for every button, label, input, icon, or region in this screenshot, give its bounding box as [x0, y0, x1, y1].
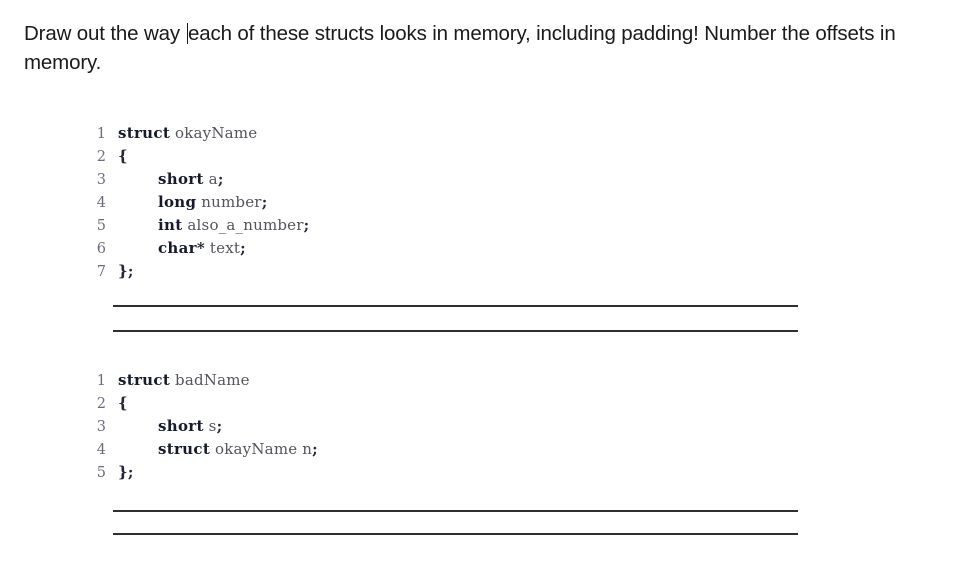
code-token-punct: ; [312, 440, 318, 458]
prompt-text-after-caret: each of these structs looks in memory, i… [24, 22, 902, 74]
code-token-kw: short [158, 417, 204, 435]
code-token-punct: ; [303, 216, 310, 234]
code-token-punct: { [118, 147, 128, 165]
answer-rule-3 [113, 510, 798, 512]
code-line-number: 4 [96, 442, 106, 458]
code-line-text: }; [106, 463, 134, 481]
code-line-text: { [106, 147, 128, 165]
code-line-text: struct badName [106, 371, 250, 389]
code-line-text: }; [106, 262, 134, 280]
code-token-id: s [208, 417, 217, 435]
code-token-id: text [209, 239, 241, 257]
code-line-number: 7 [96, 264, 106, 280]
code-line: 3 short s; [82, 417, 318, 440]
text-cursor-caret [186, 23, 188, 44]
code-token-id: badName [175, 371, 250, 389]
code-token-id: a [208, 170, 218, 188]
code-line-text: short a; [106, 170, 224, 188]
code-line-number: 5 [96, 465, 106, 481]
code-line-text: struct okayName n; [106, 440, 318, 458]
code-token-kw: int [158, 216, 183, 234]
code-line: 7}; [82, 262, 309, 285]
code-token-punct: ; [216, 417, 223, 435]
code-line: 5 int also_a_number; [82, 216, 309, 239]
code-token-ind [118, 440, 158, 458]
code-line-number: 3 [96, 419, 106, 435]
code-token-ind [118, 170, 158, 188]
code-token-ind [118, 216, 158, 234]
code-line-text: short s; [106, 417, 222, 435]
code-line: 3 short a; [82, 170, 309, 193]
code-token-ind [118, 239, 158, 257]
code-line-number: 5 [96, 218, 106, 234]
code-line: 2{ [82, 147, 309, 170]
code-token-kw: struct [158, 440, 211, 458]
code-token-punct: ; [127, 262, 134, 280]
code-token-id: okayName [175, 124, 258, 142]
code-token-kw: struct [118, 124, 171, 142]
code-token-punct: } [118, 463, 128, 481]
code-line-number: 2 [96, 396, 106, 412]
code-line-text: { [106, 394, 128, 412]
code-token-punct: ; [217, 170, 224, 188]
code-line-number: 4 [96, 195, 106, 211]
code-line-number: 3 [96, 172, 106, 188]
code-token-punct: } [118, 262, 128, 280]
prompt-text-before-caret: Draw out the way [24, 22, 186, 45]
code-token-id: n [302, 440, 313, 458]
code-token-ind [118, 417, 158, 435]
code-line-text: struct okayName [106, 124, 257, 142]
answer-rule-2 [113, 330, 798, 332]
code-token-id: also_a_number [187, 216, 304, 234]
code-line: 4 long number; [82, 193, 309, 216]
code-line-number: 1 [96, 373, 106, 389]
code-line: 2{ [82, 394, 318, 417]
code-token-kw: short [158, 170, 204, 188]
code-token-ind [118, 193, 158, 211]
code-line-text: char* text; [106, 239, 246, 257]
code-line: 4 struct okayName n; [82, 440, 318, 463]
code-line: 5}; [82, 463, 318, 486]
code-line-number: 6 [96, 241, 106, 257]
code-token-punct: ; [240, 239, 246, 257]
code-line: 6 char* text; [82, 239, 309, 262]
code-token-punct: ; [261, 193, 268, 211]
code-token-kw: struct [118, 371, 171, 389]
code-token-star: * [196, 239, 205, 257]
code-line-number: 2 [96, 149, 106, 165]
code-token-kw: long [158, 193, 197, 211]
code-line-text: long number; [106, 193, 267, 211]
code-token-id: okayName [215, 440, 298, 458]
code-token-kw: char [158, 239, 197, 257]
code-line-number: 1 [96, 126, 106, 142]
code-token-punct: { [118, 394, 128, 412]
question-prompt: Draw out the way each of these structs l… [24, 19, 904, 77]
answer-rule-4 [113, 533, 798, 535]
code-token-punct: ; [127, 463, 134, 481]
answer-rule-1 [113, 305, 798, 307]
code-line-text: int also_a_number; [106, 216, 309, 234]
code-token-id: number [201, 193, 262, 211]
